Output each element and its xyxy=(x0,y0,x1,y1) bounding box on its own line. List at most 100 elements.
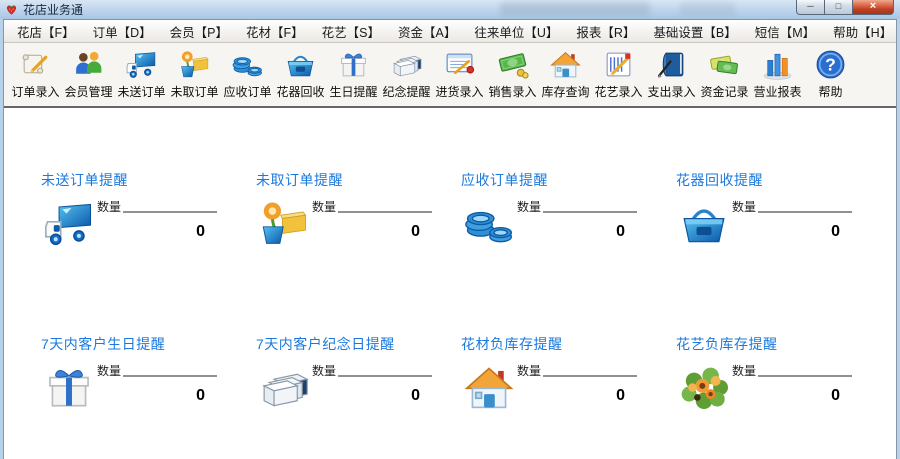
panel-birthday-7days: 7天内客户生日提醒 数量 0 xyxy=(41,334,217,414)
toolbar-button-label: 会员管理 xyxy=(64,85,113,99)
menu-item-members[interactable]: 会员【P】 xyxy=(169,25,229,40)
panel-title-link[interactable]: 未取订单提醒 xyxy=(256,172,343,188)
menu-item-reports[interactable]: 报表【R】 xyxy=(576,25,636,40)
menu-item-orders[interactable]: 订单【D】 xyxy=(92,25,152,40)
quantity-underline xyxy=(543,375,637,377)
bar-chart-icon xyxy=(761,48,794,81)
quantity-underline xyxy=(758,375,852,377)
menu-item-materials[interactable]: 花材【F】 xyxy=(246,25,304,40)
panel-title-link[interactable]: 应收订单提醒 xyxy=(461,172,548,188)
titlebar[interactable]: 花店业务通 ─ □ × xyxy=(0,0,900,19)
house-icon xyxy=(461,361,517,414)
toolbar-button-label: 营业报表 xyxy=(753,85,802,99)
toolbar-button-label: 订单录入 xyxy=(11,85,60,99)
gift-icon xyxy=(41,361,97,414)
toolbar-button-member-management[interactable]: 会员管理 xyxy=(62,46,115,100)
toolbar-button-anniversary-reminder[interactable]: 纪念提醒 xyxy=(380,46,433,100)
client-area: 花店【F】 订单【D】 会员【P】 花材【F】 花艺【S】 资金【A】 往来单位… xyxy=(3,19,897,459)
window-controls: ─ □ × xyxy=(796,0,894,15)
toolbar-button-label: 花艺录入 xyxy=(594,85,643,99)
quantity-underline xyxy=(338,375,432,377)
quantity-label: 数量 xyxy=(312,200,337,214)
quantity-value: 0 xyxy=(196,387,205,404)
menu-item-funds[interactable]: 资金【A】 xyxy=(398,25,457,40)
toolbar-button-label: 未取订单 xyxy=(170,85,219,99)
panel-title-link[interactable]: 未送订单提醒 xyxy=(41,172,128,188)
toolbar-button-label: 生日提醒 xyxy=(329,85,378,99)
panel-title-link[interactable]: 7天内客户纪念日提醒 xyxy=(256,336,395,352)
bouquet-icon xyxy=(676,361,732,414)
money-icon xyxy=(708,48,741,81)
toolbar-button-unpicked-orders[interactable]: 未取订单 xyxy=(168,46,221,100)
menu-item-shop[interactable]: 花店【F】 xyxy=(17,25,75,40)
toolbar-button-birthday-reminder[interactable]: 生日提醒 xyxy=(327,46,380,100)
flowerpot-box-icon xyxy=(178,48,211,81)
reminder-panel-grid: 未送订单提醒 数量 0 未取订单提醒 数量 xyxy=(41,170,854,414)
quantity-value: 0 xyxy=(196,223,205,240)
toolbar-button-label: 库存查询 xyxy=(541,85,590,99)
menu-item-help[interactable]: 帮助【H】 xyxy=(833,25,893,40)
quantity-underline xyxy=(123,211,217,213)
gift-icon xyxy=(337,48,370,81)
panel-title-link[interactable]: 花艺负库存提醒 xyxy=(676,336,778,352)
quantity-value: 0 xyxy=(831,223,840,240)
toolbar-button-floristry-entry[interactable]: 花艺录入 xyxy=(592,46,645,100)
app-logo-strawberry-icon[interactable] xyxy=(5,3,18,16)
toolbar-button-sales-entry[interactable]: 销售录入 xyxy=(486,46,539,100)
coins-icon xyxy=(461,197,517,250)
toolbar-button-inventory-query[interactable]: 库存查询 xyxy=(539,46,592,100)
toolbar-button-label: 资金记录 xyxy=(700,85,749,99)
panel-receivable-orders: 应收订单提醒 数量 0 xyxy=(461,170,637,250)
toolbar-button-help[interactable]: 帮助 xyxy=(804,46,857,100)
toolbar-button-label: 应收订单 xyxy=(223,85,272,99)
minimize-icon: ─ xyxy=(807,1,814,11)
window-title: 花店业务通 xyxy=(23,3,84,17)
quantity-label: 数量 xyxy=(312,364,337,378)
notepad-pencil-icon xyxy=(602,48,635,81)
menu-item-sms[interactable]: 短信【M】 xyxy=(754,25,816,40)
toolbar-button-expense-entry[interactable]: 支出录入 xyxy=(645,46,698,100)
toolbar-button-vase-recycle[interactable]: 花器回收 xyxy=(274,46,327,100)
toolbar: 订单录入 会员管理 未送订单 未取订单 应收订单 花器回收 xyxy=(4,43,896,108)
panel-title-link[interactable]: 花器回收提醒 xyxy=(676,172,763,188)
menu-item-settings[interactable]: 基础设置【B】 xyxy=(653,25,737,40)
quantity-value: 0 xyxy=(831,387,840,404)
toolbar-button-business-report[interactable]: 营业报表 xyxy=(751,46,804,100)
quantity-label: 数量 xyxy=(732,200,757,214)
toolbar-button-receivable-orders[interactable]: 应收订单 xyxy=(221,46,274,100)
quantity-value: 0 xyxy=(411,223,420,240)
toolbar-button-label: 帮助 xyxy=(818,85,843,99)
toolbar-button-label: 花器回收 xyxy=(276,85,325,99)
toolbar-button-order-entry[interactable]: 订单录入 xyxy=(9,46,62,100)
truck-icon xyxy=(41,197,97,250)
toolbar-button-funds-record[interactable]: 资金记录 xyxy=(698,46,751,100)
toolbar-button-undelivered-orders[interactable]: 未送订单 xyxy=(115,46,168,100)
scroll-pen-icon xyxy=(19,48,52,81)
cash-icon xyxy=(496,48,529,81)
quantity-underline xyxy=(338,211,432,213)
quantity-value: 0 xyxy=(616,223,625,240)
quantity-label: 数量 xyxy=(517,364,542,378)
panel-vase-recycle: 花器回收提醒 数量 0 xyxy=(676,170,852,250)
panel-title-link[interactable]: 花材负库存提醒 xyxy=(461,336,563,352)
toolbar-button-purchase-entry[interactable]: 进货录入 xyxy=(433,46,486,100)
quantity-value: 0 xyxy=(616,387,625,404)
panel-undelivered-orders: 未送订单提醒 数量 0 xyxy=(41,170,217,250)
menu-item-contacts[interactable]: 往来单位【U】 xyxy=(474,25,559,40)
boxes-icon xyxy=(256,361,312,414)
close-button[interactable]: × xyxy=(852,0,894,15)
toolbar-button-label: 支出录入 xyxy=(647,85,696,99)
truck-icon xyxy=(125,48,158,81)
menu-item-floristry[interactable]: 花艺【S】 xyxy=(321,25,380,40)
titlebar-glass-reflection xyxy=(680,2,735,16)
members-icon xyxy=(72,48,105,81)
minimize-button[interactable]: ─ xyxy=(796,0,825,15)
panel-title-link[interactable]: 7天内客户生日提醒 xyxy=(41,336,166,352)
main-area: 未送订单提醒 数量 0 未取订单提醒 数量 xyxy=(4,108,896,459)
book-pen-icon xyxy=(655,48,688,81)
toolbar-button-label: 销售录入 xyxy=(488,85,537,99)
quantity-label: 数量 xyxy=(517,200,542,214)
maximize-button[interactable]: □ xyxy=(825,0,852,15)
quantity-label: 数量 xyxy=(732,364,757,378)
